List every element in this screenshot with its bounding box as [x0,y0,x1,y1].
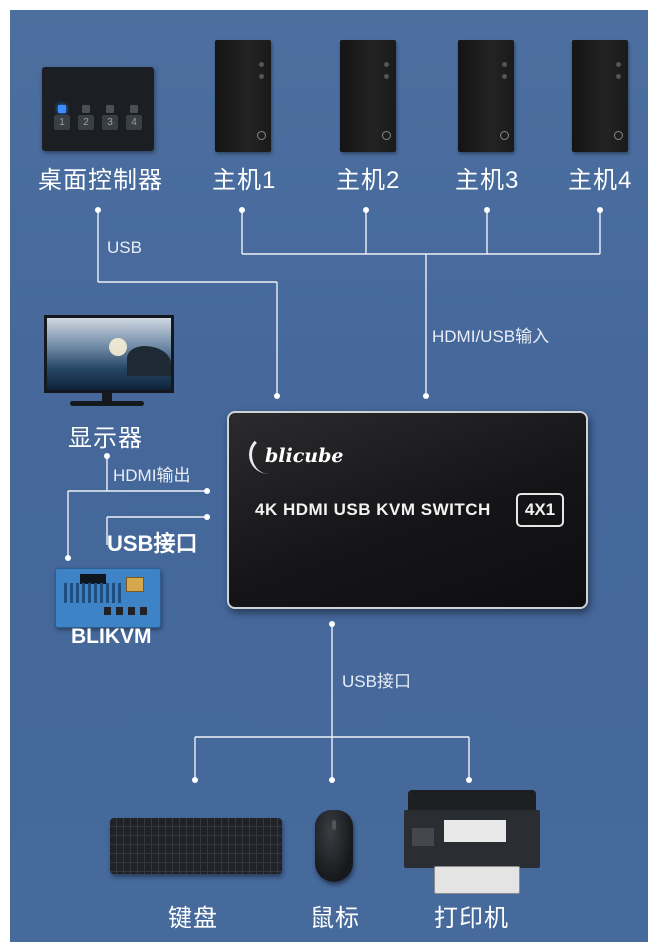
connection-wires [65,207,603,783]
monitor-stand [102,393,112,401]
mouse-image [315,810,353,882]
usb-port-bottom-label: USB接口 [342,672,411,691]
printer-paper [444,820,506,842]
host1-tower-image [215,40,271,152]
dot-printer [466,777,472,783]
hdmi-out-label: HDMI输出 [113,466,191,485]
mouse-label: 鼠标 [310,905,360,932]
dot-mouse [329,777,335,783]
controller-led-1 [58,105,66,113]
monitor-image [44,315,174,393]
controller-led-2 [82,105,90,113]
monitor-base [70,401,144,406]
dot-host4 [597,207,603,213]
host4-label: 主机4 [568,167,633,194]
dot-host3 [484,207,490,213]
dot-controller [95,207,101,213]
usb-label: USB [107,238,142,257]
kvm-brand-logo: blicube [265,445,344,467]
kvm-model-text: 4K HDMI USB KVM SWITCH [255,500,491,519]
usb-port-label: USB接口 [107,531,198,556]
keyboard-label: 键盘 [168,905,218,932]
dot-kvm-hosts [423,393,429,399]
controller-led-4 [130,105,138,113]
controller-key-4: 4 [126,115,142,130]
monitor-label: 显示器 [68,425,143,452]
blikvm-device-image [55,568,161,628]
printer-label: 打印机 [434,905,509,932]
controller-key-1: 1 [54,115,70,130]
blikvm-label: BLIKVM [71,625,152,648]
hdmi-usb-input-label: HDMI/USB输入 [432,327,550,346]
kvm-port-badge: 4X1 [516,493,564,527]
host1-label: 主机1 [212,167,277,194]
desktop-controller-image: 1 2 3 4 [42,67,154,151]
dot-kvm-bottom [329,621,335,627]
printer-control-panel [412,828,434,846]
ethernet-port-icon [126,577,144,592]
dot-monitor [104,453,110,459]
dot-kvm-usb [204,514,210,520]
dot-blikvm [65,555,71,561]
diagram-panel: 1 2 3 4 桌面控制器 主机1 主机2 主机3 主机4 USB HDMI/U… [10,10,648,942]
host2-tower-image [340,40,396,152]
controller-key-3: 3 [102,115,118,130]
printer-top [408,790,536,812]
controller-led-3 [106,105,114,113]
printer-tray [434,866,520,894]
dot-host1 [239,207,245,213]
dot-kvm-controller [274,393,280,399]
dot-host2 [363,207,369,213]
keyboard-image [110,818,282,874]
brand-swoosh-icon [249,435,288,474]
kvm-switch-image: blicube 4K HDMI USB KVM SWITCH 4X1 [227,411,588,609]
controller-key-2: 2 [78,115,94,130]
dot-keyboard [192,777,198,783]
dot-kvm-hdmi [204,488,210,494]
host3-label: 主机3 [455,167,520,194]
host2-label: 主机2 [336,167,401,194]
host3-tower-image [458,40,514,152]
host4-tower-image [572,40,628,152]
controller-label: 桌面控制器 [38,167,163,194]
